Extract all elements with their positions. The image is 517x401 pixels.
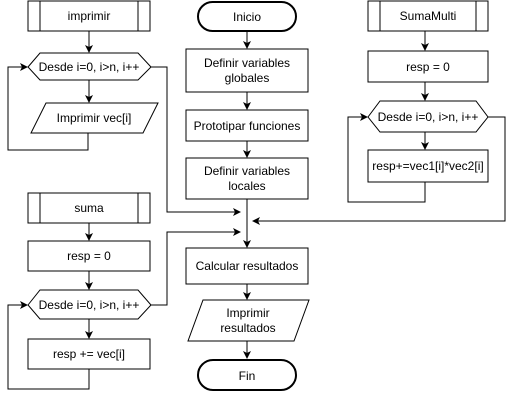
imprimir-loop-label: Desde i=0, i>n, i++: [39, 60, 140, 74]
suma-title: suma: [74, 201, 104, 215]
edge-suma-loop-back: [7, 301, 90, 390]
suma-body-box: resp += vec[i]: [27, 338, 151, 370]
prototype-functions-box: Prototipar funciones: [185, 109, 309, 142]
suma-init-label: resp = 0: [67, 249, 111, 263]
sumamulti-subprocess-box: SumaMulti: [367, 0, 489, 32]
start-label: Inicio: [233, 10, 261, 24]
define-globals-label-line2: globales: [225, 71, 270, 85]
imprimir-loop-hexagon: Desde i=0, i>n, i++: [27, 52, 152, 81]
end-label: Fin: [239, 369, 256, 383]
sumamulti-body-label: resp+=vec1[i]*vec2[i]: [372, 159, 483, 173]
imprimir-subprocess-box: imprimir: [27, 0, 151, 32]
sumamulti-loop-label: Desde i=0, i>n, i++: [378, 110, 479, 124]
start-terminator: Inicio: [197, 1, 297, 32]
suma-body-label: resp += vec[i]: [53, 347, 125, 361]
end-terminator: Fin: [197, 359, 297, 391]
suma-loop-label: Desde i=0, i>n, i++: [39, 298, 140, 312]
print-results-label-line2: resultados: [220, 321, 275, 335]
suma-init-box: resp = 0: [27, 240, 151, 272]
function-imprimir: imprimir Desde i=0, i>n, i++ Imprimir ve…: [27, 0, 159, 134]
calculate-results-box: Calcular resultados: [185, 247, 309, 285]
edge-suma-exit: [151, 228, 241, 306]
main-flow: Inicio Definir variables globales Protot…: [185, 1, 310, 391]
function-sumamulti: SumaMulti resp = 0 Desde i=0, i>n, i++ r…: [367, 0, 489, 183]
suma-subprocess-box: suma: [27, 192, 151, 224]
function-suma: suma resp = 0 Desde i=0, i>n, i++ resp +…: [27, 192, 152, 370]
calculate-results-label: Calcular resultados: [196, 259, 299, 273]
define-locals-label-line2: locales: [228, 179, 265, 193]
imprimir-title: imprimir: [68, 9, 111, 23]
sumamulti-body-box: resp+=vec1[i]*vec2[i]: [367, 149, 489, 183]
edge-imprimir-exit: [151, 66, 241, 216]
define-locals-box: Definir variables locales: [185, 157, 309, 200]
connectors: [7, 31, 506, 390]
define-locals-label-line1: Definir variables: [204, 164, 290, 178]
edge-imprimir-loop-back: [7, 63, 89, 151]
imprimir-output-label: Imprimir vec[i]: [57, 111, 132, 125]
prototype-functions-label: Prototipar funciones: [194, 119, 301, 133]
suma-loop-hexagon: Desde i=0, i>n, i++: [27, 289, 152, 320]
sumamulti-loop-hexagon: Desde i=0, i>n, i++: [367, 100, 489, 133]
edge-sumamulti-loop-back: [347, 113, 426, 203]
sumamulti-title: SumaMulti: [400, 9, 457, 23]
sumamulti-init-label: resp = 0: [406, 60, 450, 74]
imprimir-output-parallelogram: Imprimir vec[i]: [30, 102, 159, 134]
define-globals-box: Definir variables globales: [185, 48, 309, 93]
edge-sumamulti-exit: [252, 116, 506, 225]
define-globals-label-line1: Definir variables: [204, 56, 290, 70]
print-results-parallelogram: Imprimir resultados: [187, 299, 310, 342]
sumamulti-init-box: resp = 0: [367, 50, 489, 83]
print-results-label-line1: Imprimir: [226, 306, 269, 320]
